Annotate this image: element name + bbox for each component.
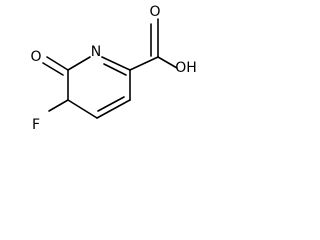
oxygen-acid-label: O [149, 4, 160, 20]
fluorine-label: F [32, 117, 40, 133]
bond-n-c6 [101, 56, 131, 71]
bond-c5-c4 [96, 99, 131, 119]
bond-c6-c-carboxyl [129, 56, 159, 71]
nitrogen-label: N [91, 44, 101, 60]
bond-c5-c4-double [97, 96, 125, 112]
atom-labels: O N O OH F [30, 4, 196, 133]
hydroxyl-label: OH [175, 60, 197, 76]
bond-c2-o-ketone-double [42, 62, 64, 76]
bond-c2-n [67, 56, 91, 71]
bond-c2-o-ketone [46, 56, 69, 71]
bond-c4-c3 [67, 99, 98, 119]
bond-c3-f [48, 99, 69, 112]
chemical-structure-diagram: O N O OH F [30, 4, 196, 133]
bond-n-c6-double [103, 63, 127, 76]
oxygen-ketone-label: O [30, 49, 41, 65]
bond-carboxyl-oh [157, 56, 178, 69]
bonds [42, 18, 178, 119]
